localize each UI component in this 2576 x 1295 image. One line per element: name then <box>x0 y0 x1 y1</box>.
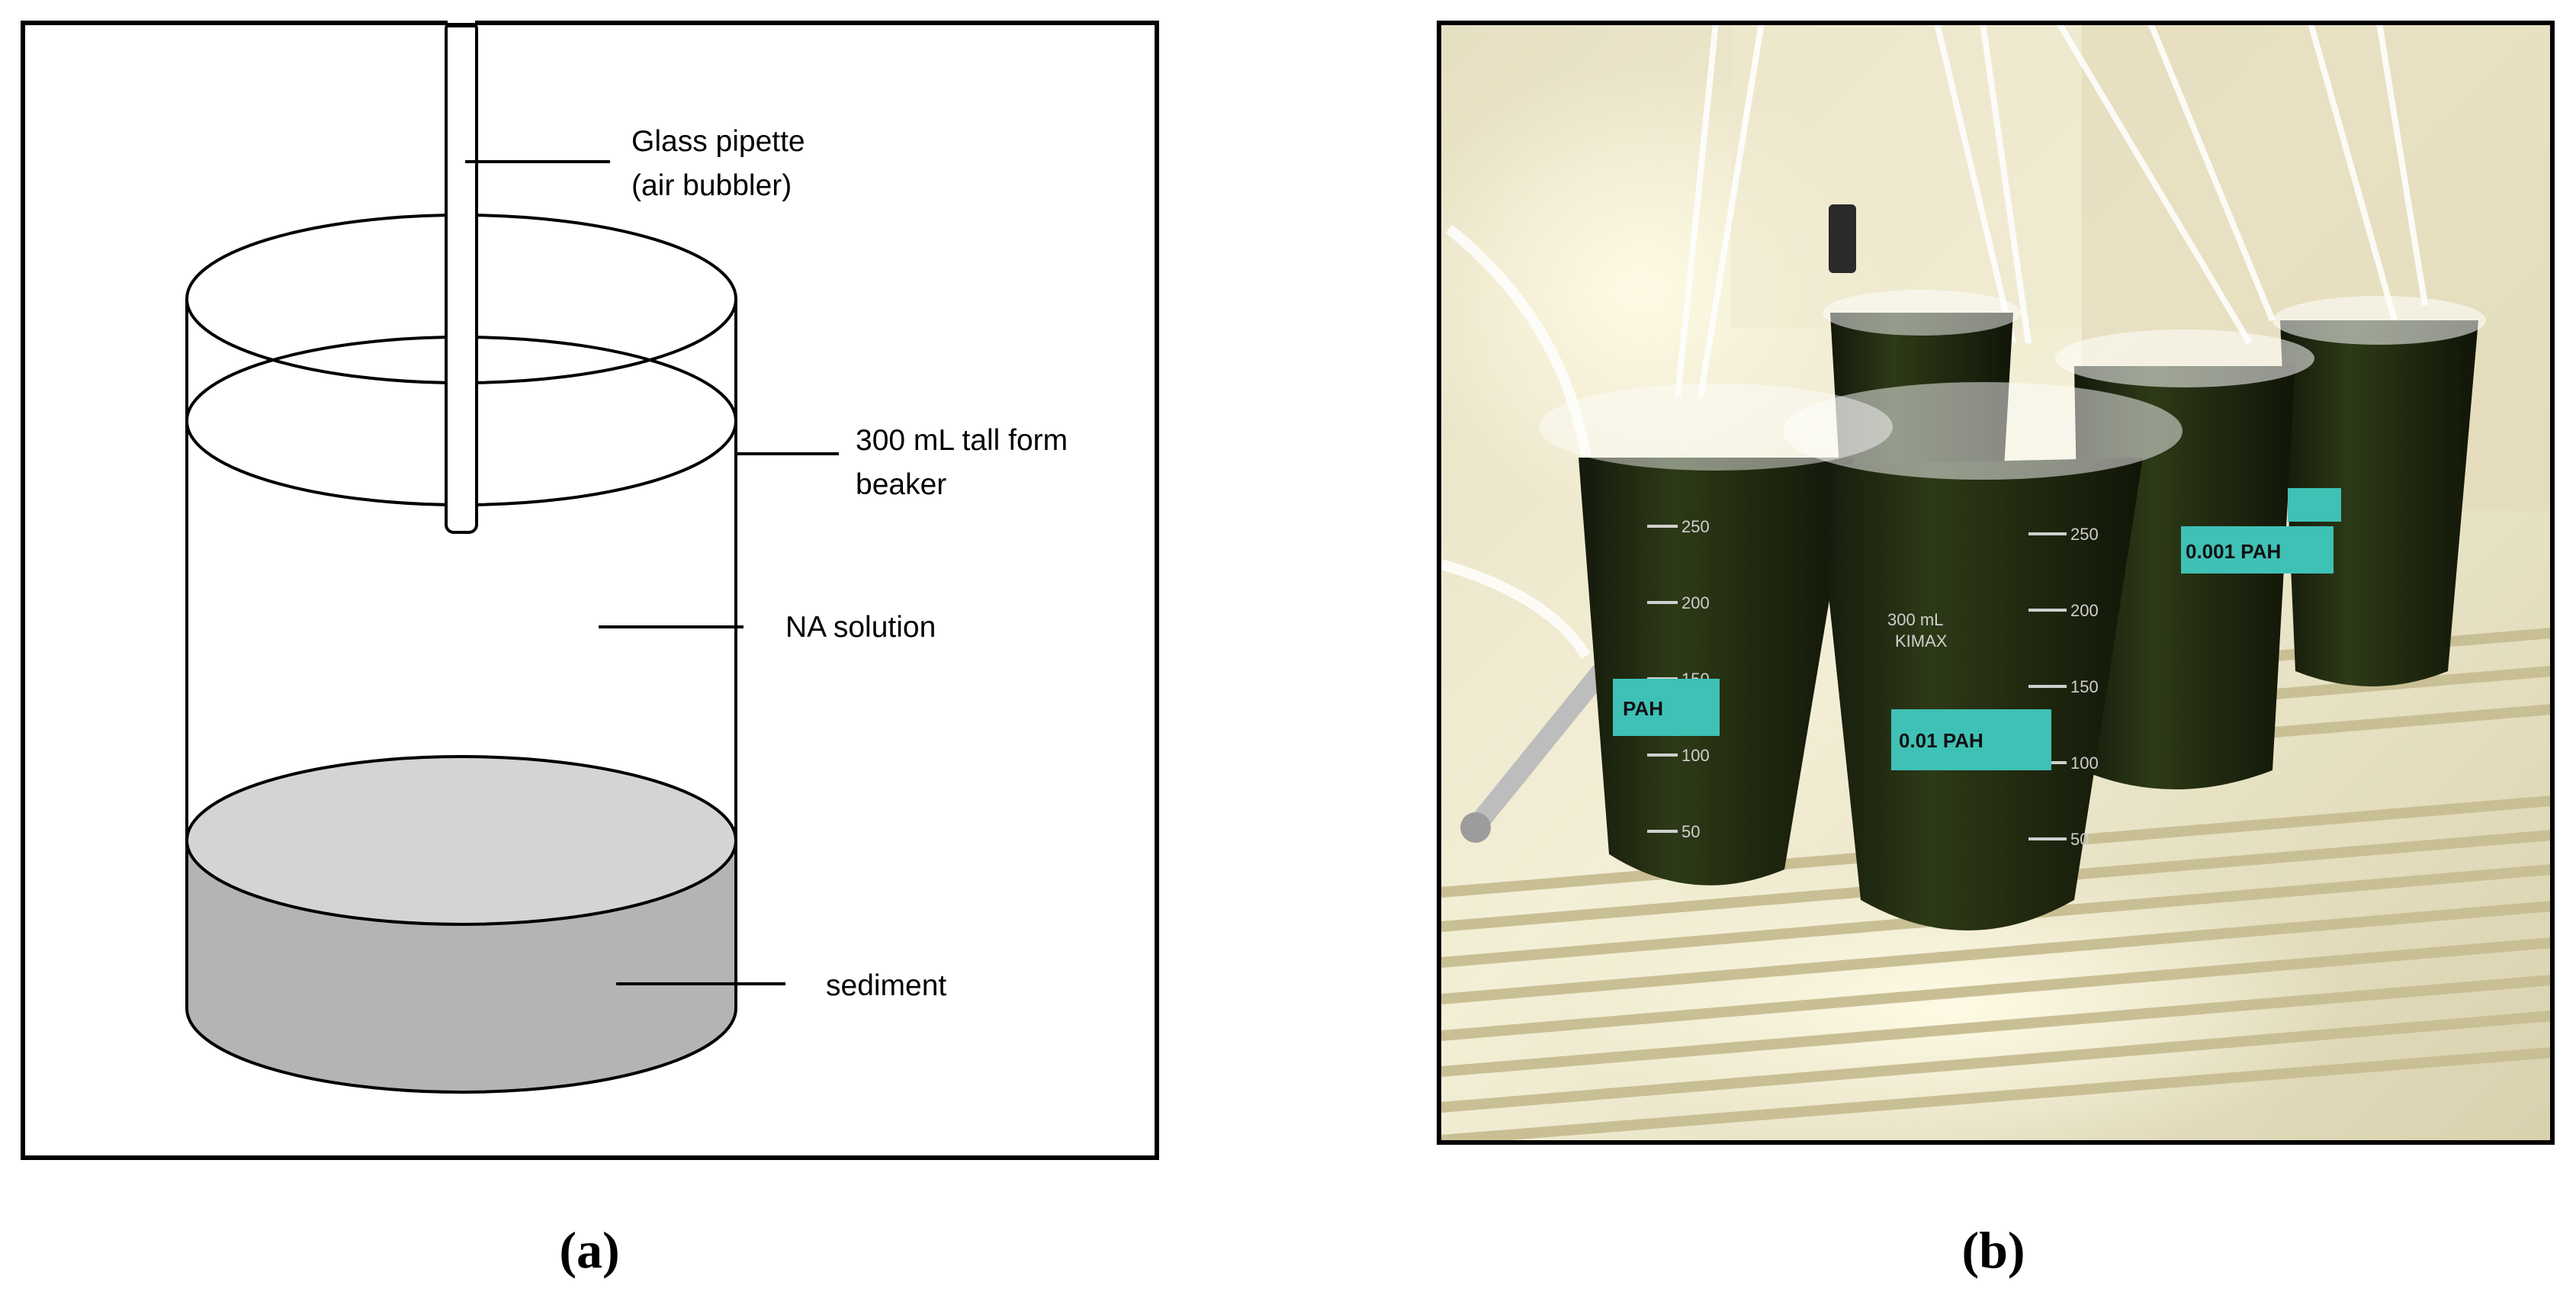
glass-pipette <box>445 20 478 534</box>
svg-text:200: 200 <box>2070 601 2099 620</box>
label-pipette-line1: Glass pipette <box>631 125 805 158</box>
svg-text:50: 50 <box>1681 822 1700 841</box>
tape-label-0001: 0.001 PAH <box>2186 540 2281 563</box>
tape-label-pah: PAH <box>1623 697 1663 720</box>
label-beaker-line2: beaker <box>856 468 946 501</box>
caption-a: (a) <box>559 1221 619 1279</box>
sediment-top <box>185 755 737 926</box>
svg-text:250: 250 <box>1681 517 1710 536</box>
svg-text:250: 250 <box>2070 525 2099 544</box>
svg-text:150: 150 <box>2070 677 2099 696</box>
label-solution: NA solution <box>785 611 936 644</box>
panel-b-photo: 0.001 PAH 250 200 150 100 50 P <box>1437 21 2555 1279</box>
caption-b: (b) <box>1961 1221 2025 1279</box>
svg-text:100: 100 <box>2070 754 2099 773</box>
beaker-front-left: 250 200 150 100 50 PAH <box>1539 384 1893 885</box>
svg-text:50: 50 <box>2070 830 2089 849</box>
beaker-brand: KIMAX <box>1895 631 1948 651</box>
svg-text:100: 100 <box>1681 746 1710 765</box>
beaker-front-center: 250 200 150 100 50 300 mL KIMAX 0.01 PAH <box>1783 382 2183 930</box>
panel-b-frame <box>1437 21 2555 1145</box>
beaker-capacity: 300 mL <box>1887 610 1943 629</box>
label-beaker-line1: 300 mL tall form <box>856 424 1068 457</box>
beaker-back-right <box>2272 296 2486 686</box>
tape-label-001: 0.01 PAH <box>1899 729 1983 752</box>
label-pipette-line2: (air bubbler) <box>631 169 792 202</box>
svg-text:200: 200 <box>1681 593 1710 612</box>
label-sediment: sediment <box>826 969 946 1002</box>
panel-a-diagram: Glass pipette (air bubbler) 300 mL tall … <box>21 18 1159 1279</box>
